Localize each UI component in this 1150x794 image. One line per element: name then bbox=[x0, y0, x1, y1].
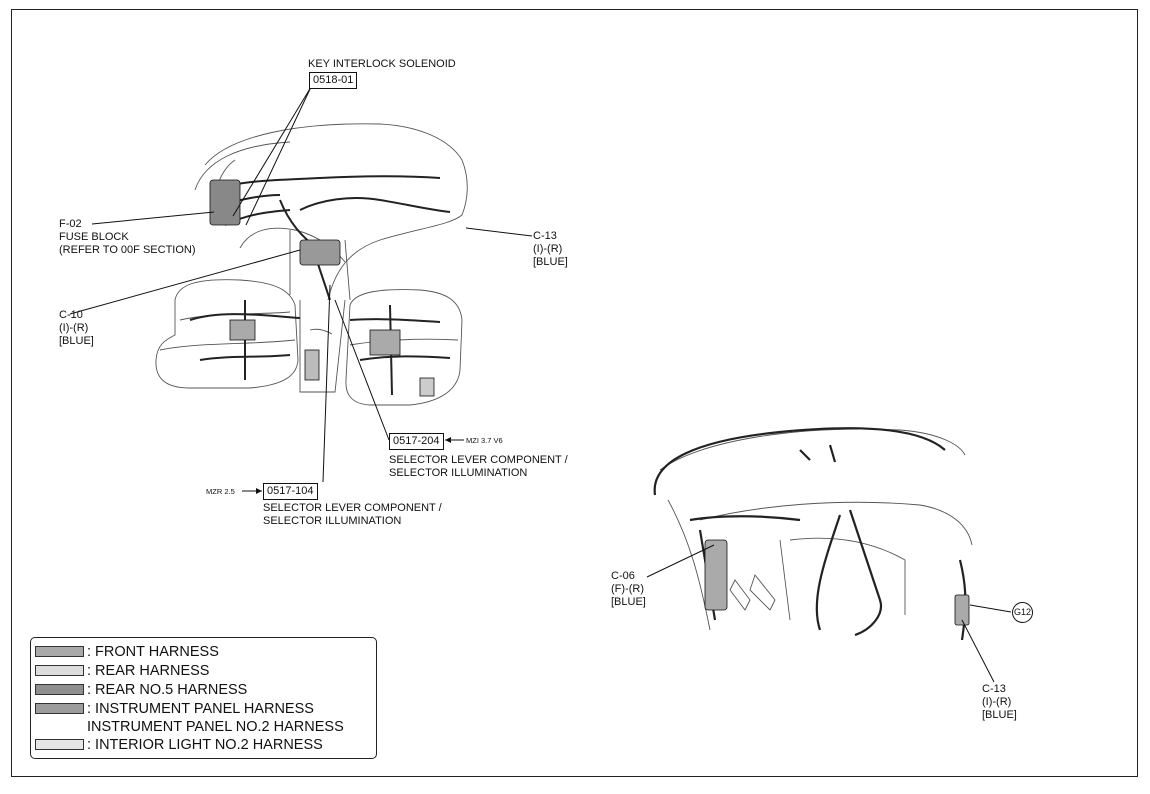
legend-swatch bbox=[35, 703, 84, 714]
sel-204-line1: SELECTOR LEVER COMPONENT / bbox=[389, 454, 568, 466]
c13-bot-type-label: (I)-(R) bbox=[982, 696, 1012, 708]
c10-color-label: [BLUE] bbox=[59, 335, 94, 347]
leader-c10 bbox=[69, 249, 301, 315]
c06-label: C-06 bbox=[611, 570, 635, 582]
leader-key-solenoid-2 bbox=[245, 86, 312, 226]
g12-ground-badge: G12 bbox=[1012, 602, 1033, 623]
leader-c13-top bbox=[465, 227, 533, 237]
console-outline bbox=[299, 299, 346, 393]
fuse-block-ref-label: (REFER TO 00F SECTION) bbox=[59, 244, 196, 256]
c13-bot-color-label: [BLUE] bbox=[982, 709, 1017, 721]
c06-color-label: [BLUE] bbox=[611, 596, 646, 608]
c10-type-label: (I)-(R) bbox=[59, 322, 89, 334]
left-seat-outline bbox=[155, 279, 299, 389]
legend-label-2: INSTRUMENT PANEL NO.2 HARNESS bbox=[87, 719, 344, 735]
c13-top-label: C-13 bbox=[533, 230, 557, 242]
legend-swatch bbox=[35, 739, 84, 750]
leader-c06 bbox=[646, 544, 715, 578]
sel-104-line1: SELECTOR LEVER COMPONENT / bbox=[263, 502, 442, 514]
code-204-box: 0517-204 bbox=[389, 433, 444, 450]
leader-key-solenoid-1 bbox=[232, 86, 312, 217]
mzi-label: MZI 3.7 V6 bbox=[466, 436, 503, 445]
key-interlock-code-box: 0518-01 bbox=[309, 72, 358, 89]
c13-top-type-label: (I)-(R) bbox=[533, 243, 563, 255]
legend-swatch bbox=[35, 646, 84, 657]
dashboard-outline bbox=[204, 123, 468, 301]
code-104-box: 0517-104 bbox=[263, 483, 318, 500]
key-interlock-label: KEY INTERLOCK SOLENOID bbox=[308, 58, 456, 70]
leader-g12 bbox=[969, 604, 1012, 613]
harness-legend: : FRONT HARNESS : REAR HARNESS : REAR NO… bbox=[30, 637, 377, 759]
legend-label: : REAR NO.5 HARNESS bbox=[87, 682, 248, 698]
roof-outline bbox=[659, 428, 966, 471]
right-seat-outline bbox=[345, 289, 463, 406]
fuse-block-label: FUSE BLOCK bbox=[59, 231, 129, 243]
leader-f02 bbox=[91, 211, 215, 225]
c13-bot-label: C-13 bbox=[982, 683, 1006, 695]
legend-label: : INSTRUMENT PANEL HARNESS bbox=[87, 701, 314, 717]
c13-top-color-label: [BLUE] bbox=[533, 256, 568, 268]
leader-c13-bot bbox=[961, 619, 995, 683]
leader-104 bbox=[322, 284, 331, 483]
mzr-label: MZR 2.5 bbox=[206, 487, 235, 496]
sel-104-line2: SELECTOR ILLUMINATION bbox=[263, 515, 402, 527]
legend-swatch bbox=[35, 665, 84, 676]
c10-label: C-10 bbox=[59, 309, 83, 321]
legend-label: : FRONT HARNESS bbox=[87, 644, 219, 660]
legend-label: : INTERIOR LIGHT NO.2 HARNESS bbox=[87, 737, 323, 753]
diagram-frame bbox=[11, 9, 1138, 777]
legend-label: : REAR HARNESS bbox=[87, 663, 210, 679]
legend-swatch bbox=[35, 684, 84, 695]
f02-label: F-02 bbox=[59, 218, 82, 230]
sel-204-line2: SELECTOR ILLUMINATION bbox=[389, 467, 528, 479]
leader-204 bbox=[334, 299, 390, 441]
c06-type-label: (F)-(R) bbox=[611, 583, 644, 595]
